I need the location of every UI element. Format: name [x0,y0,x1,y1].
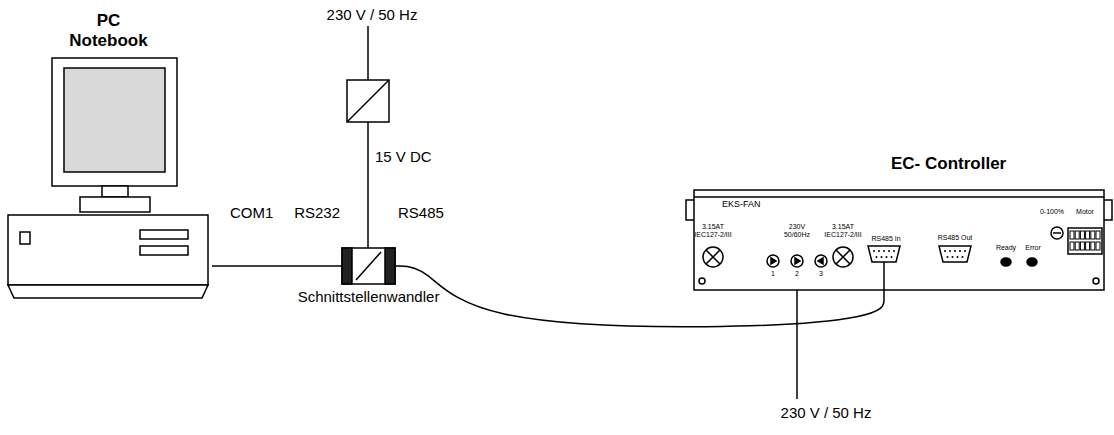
controller-housing [686,190,1112,399]
led-label: Error [1025,244,1041,252]
terminal-number: 2 [795,270,799,278]
computer-drawing [8,58,208,298]
cable [395,266,884,327]
port-name: RS485 Out [938,234,973,242]
setpoint-label: 0-100% [1040,208,1064,216]
fuse-standard: IEC127-2/III [824,231,861,239]
terminal-number: 1 [771,270,775,278]
fuse-standard: IEC127-2/III [694,231,731,239]
controller-type: EKS-FAN [722,199,761,209]
supply-voltage: 230 V / 50 Hz [327,6,418,23]
cable [212,265,342,267]
interface-converter [342,248,395,284]
fuse-rating: 3.15AT [832,223,854,231]
interface-name: RS485 [398,204,444,221]
mains-frequency: 50/60Hz [784,231,810,239]
computer-title: PC Notebook [61,5,157,51]
dc-voltage: 15 V DC [375,148,432,165]
interface-converter: Schnittstellenwandler [295,248,443,305]
port-name: RS485 In [871,235,900,243]
power-supply [347,26,389,248]
port-name: COM1 [230,204,273,221]
controller-title: EC- Controller [891,154,1006,174]
led-label: Ready [996,244,1016,252]
interface-name: RS232 [294,204,340,221]
connector-label: Motor [1076,208,1094,216]
fuse-rating: 3.15AT [702,223,724,231]
ec-controller: EC- ControllerEKS-FAN [686,150,1112,292]
mains-rating: 230V [789,223,805,231]
supply-voltage: 230 V / 50 Hz [781,404,872,421]
converter-body [342,248,395,284]
terminal-number: 3 [819,270,823,278]
computer: PC Notebook [5,5,212,303]
converter-label: Schnittstellenwandler [295,288,443,305]
